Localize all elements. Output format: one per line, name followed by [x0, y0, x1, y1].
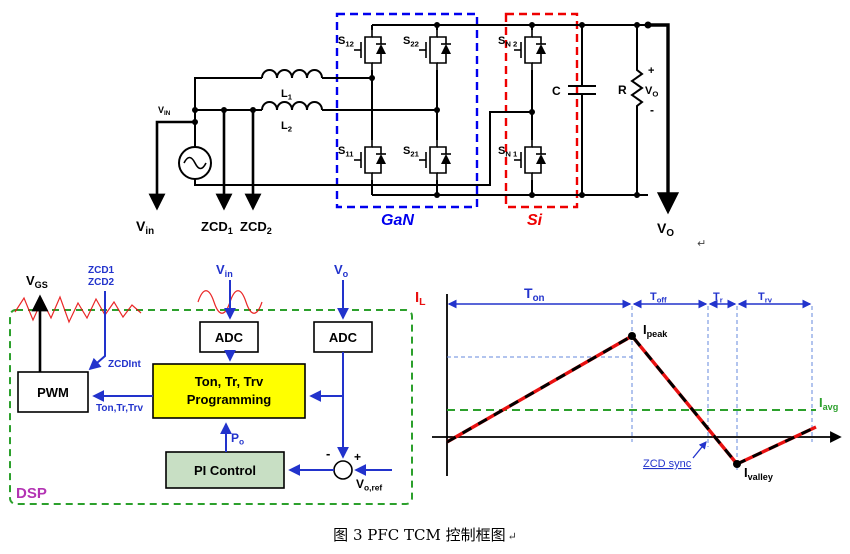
out-minus-label: - [650, 103, 654, 117]
zcd-sync-label: ZCD sync [643, 458, 692, 470]
adc1-label: ADC [215, 330, 244, 345]
mosfet-s22 [418, 29, 452, 71]
summing-junction [333, 460, 353, 480]
vo-output-arrow [648, 23, 680, 215]
junction-plus-label: + [354, 450, 361, 464]
il-label: IL [415, 289, 426, 308]
il-waveform-chart: IL Ton Toff Tr Trv Ipeak Iavg Ivalley ZC… [415, 285, 842, 482]
circuit-schematic: VIN L1 L2 S12 S22 SN 2 S11 S21 SN 1 C R … [136, 12, 706, 250]
ton-tr-trv-label: Ton,Tr,Trv [96, 403, 143, 414]
ipeak-label: Ipeak [643, 322, 668, 339]
dsp-zcd2-label: ZCD2 [88, 277, 115, 288]
si-label: Si [527, 212, 543, 229]
s11-label: S11 [338, 145, 354, 159]
vo-output-label: VO [657, 220, 674, 239]
si-leg-outline [504, 12, 579, 209]
junction-dots [192, 21, 652, 198]
pwm-label: PWM [37, 385, 69, 400]
zcdint-label: ZCDInt [108, 359, 141, 370]
mosfet-s11 [353, 139, 387, 181]
sn1-label: SN 1 [498, 145, 518, 159]
toff-label: Toff [650, 291, 667, 305]
inductor-l2 [261, 101, 323, 111]
programming-block [152, 363, 306, 419]
zcd2-label: ZCD2 [240, 219, 272, 236]
ac-return-wire [194, 111, 532, 186]
ton-label: Ton [524, 285, 545, 304]
dsp-vo-label: Vo [334, 262, 349, 279]
ivalley-label: Ivalley [744, 465, 774, 482]
mosfet-sn2 [513, 29, 547, 71]
out-plus-label: + [648, 65, 654, 77]
res-label: R [618, 83, 627, 97]
mosfet-sn1 [513, 139, 547, 181]
paragraph-mark: ↵ [697, 238, 706, 250]
inductor-current-trace-dashes [446, 334, 817, 466]
po-label: Po [231, 431, 244, 447]
dsp-zcd1-label: ZCD1 [88, 265, 115, 276]
iavg-label: Iavg [819, 395, 838, 412]
capacitor [568, 25, 596, 195]
adc2-block [313, 321, 373, 353]
zcd-to-pwm-arrow [88, 291, 106, 371]
caption-text: 图 3 PFC TCM 控制框图 [333, 526, 506, 544]
vgs-label: VGS [26, 273, 48, 290]
ipeak-dot [628, 332, 636, 340]
dsp-outline [9, 309, 413, 505]
vin-measure-label: Vin [136, 218, 154, 237]
figure-caption: 图 3 PFC TCM 控制框图↵ [0, 524, 850, 545]
pwm-block [17, 371, 89, 413]
source-label: VIN [158, 105, 171, 117]
l2-label: L2 [281, 120, 292, 134]
gan-label: GaN [381, 212, 414, 229]
adc2-label: ADC [329, 330, 358, 345]
adc1-block [199, 321, 259, 353]
tr-label: Tr [713, 291, 723, 305]
l1-label: L1 [281, 88, 293, 102]
mosfet-s21 [418, 139, 452, 181]
inductor-l1 [261, 69, 323, 79]
mosfet-s12 [353, 29, 387, 71]
s12-label: S12 [338, 35, 354, 49]
zcd-pulse-waveform [14, 295, 142, 324]
zcd-sync-arrow [692, 441, 707, 459]
trv-label: Trv [758, 291, 773, 305]
gan-bridge-outline [335, 12, 479, 209]
cap-label: C [552, 84, 561, 98]
ac-sine-icon [183, 156, 207, 170]
junction-minus-label: - [326, 446, 330, 461]
ivalley-dot [733, 460, 741, 468]
pi-control-label: PI Control [194, 463, 256, 478]
voref-label: Vo,ref [356, 477, 382, 493]
s21-label: S21 [403, 145, 420, 159]
resistor [630, 25, 644, 195]
diagram-svg: VIN L1 L2 S12 S22 SN 2 S11 S21 SN 1 C R … [9, 12, 842, 505]
dsp-vin-label: Vin [216, 262, 233, 279]
programming-label-line1: Ton, Tr, Trv [195, 374, 264, 389]
dsp-block-diagram: PWM ADC ADC Ton, Tr, Trv Programming PI … [9, 262, 413, 505]
caption-paragraph-mark: ↵ [507, 530, 517, 543]
sn2-label: SN 2 [498, 35, 517, 49]
programming-label-line2: Programming [187, 392, 272, 407]
s22-label: S22 [403, 35, 419, 49]
vin-measure-arrow [148, 120, 195, 211]
out-vo-small-label: VO [645, 85, 658, 99]
dsp-label: DSP [16, 485, 47, 502]
zcd1-label: ZCD1 [201, 219, 233, 236]
